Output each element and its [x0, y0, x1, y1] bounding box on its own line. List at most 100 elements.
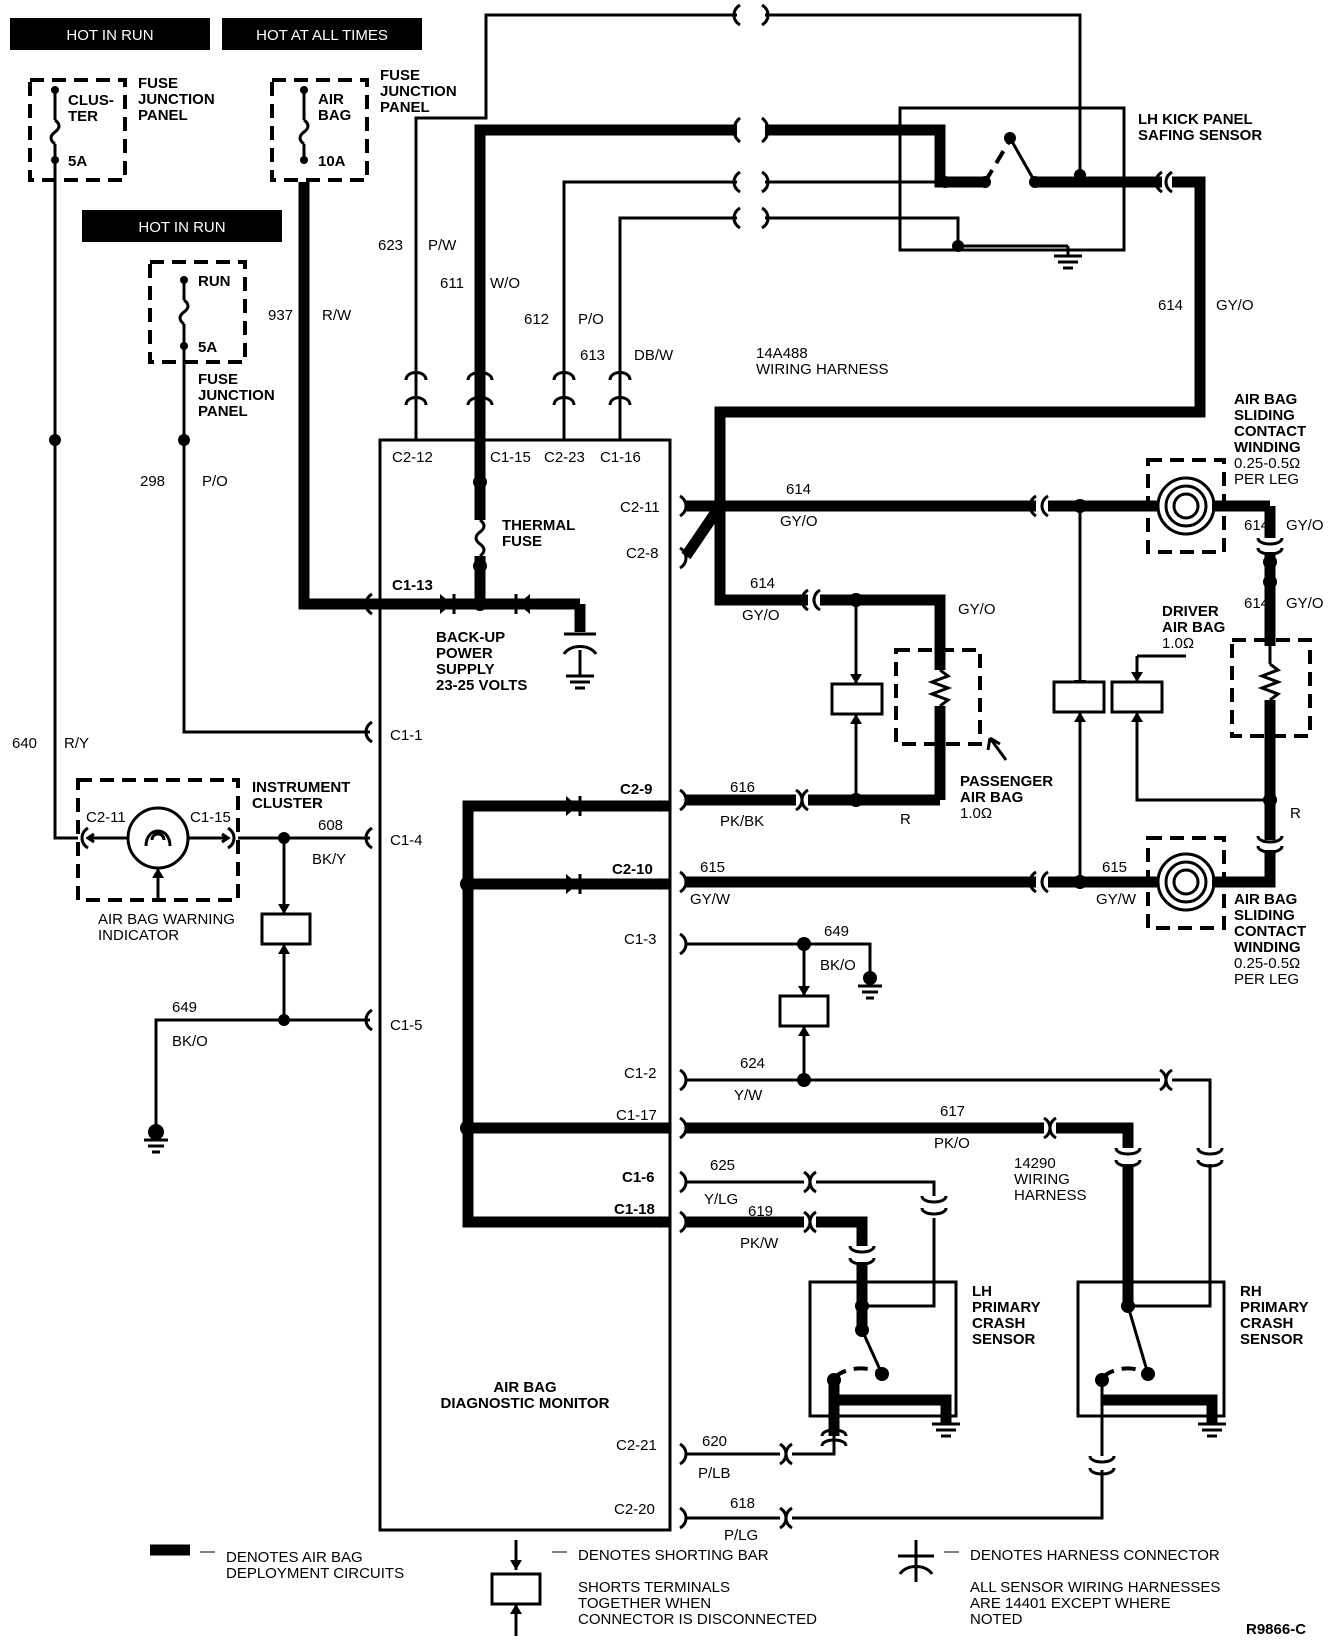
svg-text:10A: 10A — [318, 153, 346, 170]
svg-text:C1-6: C1-6 — [622, 1169, 655, 1186]
svg-text:P/LB: P/LB — [698, 1465, 731, 1482]
svg-text:618: 618 — [730, 1495, 755, 1512]
svg-text:C1-2: C1-2 — [624, 1065, 657, 1082]
svg-text:LH: LH — [972, 1283, 992, 1300]
figure-id: R9866-C — [1246, 1621, 1306, 1638]
svg-text:W/O: W/O — [490, 275, 520, 292]
svg-text:AIR BAG: AIR BAG — [960, 789, 1023, 806]
fuse-run-5a: RUN 5A — [148, 260, 247, 364]
svg-text:R: R — [1290, 805, 1301, 822]
svg-text:C2-11: C2-11 — [86, 809, 126, 826]
svg-text:AIR BAG: AIR BAG — [1234, 891, 1297, 908]
fjp-label-2: FUSE JUNCTION PANEL — [380, 67, 457, 116]
connector-c1-15 — [466, 371, 494, 440]
svg-text:R/Y: R/Y — [64, 735, 89, 752]
svg-text:GY/O: GY/O — [780, 513, 818, 530]
wire-618: 618 P/LG — [679, 1455, 1116, 1544]
svg-text:PANEL: PANEL — [198, 403, 248, 420]
svg-text:FUSE: FUSE — [380, 67, 420, 84]
svg-text:AIR: AIR — [318, 91, 344, 108]
svg-text:FUSE: FUSE — [198, 371, 238, 388]
svg-text:HOT IN RUN: HOT IN RUN — [138, 219, 225, 236]
svg-text:FUSE: FUSE — [138, 75, 178, 92]
svg-text:23-25 VOLTS: 23-25 VOLTS — [436, 677, 527, 694]
svg-text:AIR BAG: AIR BAG — [1162, 619, 1225, 636]
svg-text:0.25-0.5Ω: 0.25-0.5Ω — [1234, 455, 1300, 472]
svg-text:614: 614 — [1244, 517, 1269, 534]
svg-text:RUN: RUN — [198, 273, 231, 290]
svg-text:C2-8: C2-8 — [626, 545, 659, 562]
svg-text:—: — — [944, 1543, 959, 1560]
svg-text:CONTACT: CONTACT — [1234, 423, 1306, 440]
svg-text:GY/O: GY/O — [1286, 517, 1324, 534]
svg-text:624: 624 — [740, 1055, 765, 1072]
svg-text:HOT AT ALL TIMES: HOT AT ALL TIMES — [256, 27, 388, 44]
connector-c2-12 — [404, 371, 428, 440]
svg-text:GY/W: GY/W — [690, 891, 731, 908]
shorting-bar-monitor — [778, 994, 830, 1080]
svg-text:C1-15: C1-15 — [190, 809, 231, 826]
wire-612: 612 P/O — [524, 170, 945, 380]
svg-text:CLUSTER: CLUSTER — [252, 795, 323, 812]
svg-text:BK/O: BK/O — [820, 957, 856, 974]
header-hot-in-run-1: HOT IN RUN — [10, 18, 210, 50]
svg-text:SLIDING: SLIDING — [1234, 907, 1295, 924]
backup-power-supply: BACK-UP POWER SUPPLY 23-25 VOLTS — [370, 594, 598, 694]
instrument-cluster: C2-11 C1-15 INSTRUMENT CLUSTER — [76, 778, 350, 902]
wire-937: 937 R/W — [268, 182, 370, 610]
svg-text:615: 615 — [700, 859, 725, 876]
svg-text:PRIMARY: PRIMARY — [1240, 1299, 1309, 1316]
legend-harness-connector: — DENOTES HARNESS CONNECTOR ALL SENSOR W… — [898, 1540, 1220, 1628]
wire-619: 619 PK/W — [679, 1203, 876, 1266]
wire-614-c2-11: 614 GY/O — [679, 481, 1160, 690]
svg-text:DIAGNOSTIC MONITOR: DIAGNOSTIC MONITOR — [441, 1395, 610, 1412]
fuse-airbag-10a: AIR BAG 10A — [270, 78, 369, 182]
svg-text:C2-10: C2-10 — [612, 861, 653, 878]
wire-620: 620 P/LB — [679, 1428, 848, 1482]
svg-text:C1-15: C1-15 — [490, 449, 531, 466]
svg-text:P/LG: P/LG — [724, 1527, 758, 1544]
svg-text:GY/O: GY/O — [1216, 297, 1254, 314]
fjp-label-1: FUSE JUNCTION PANEL — [138, 75, 215, 124]
svg-text:C1-5: C1-5 — [390, 1017, 423, 1034]
svg-text:PRIMARY: PRIMARY — [972, 1299, 1041, 1316]
svg-text:SENSOR: SENSOR — [972, 1331, 1036, 1348]
wire-298: 298 P/O — [140, 346, 370, 734]
svg-text:614: 614 — [750, 575, 775, 592]
svg-text:C2-20: C2-20 — [614, 1501, 655, 1518]
svg-text:WIRING HARNESS: WIRING HARNESS — [756, 361, 889, 378]
svg-text:JUNCTION: JUNCTION — [380, 83, 457, 100]
fuse-cluster-5a: CLUS- TER 5A — [28, 78, 127, 182]
svg-text:PER LEG: PER LEG — [1234, 971, 1299, 988]
wire-623: 623 P/W — [378, 3, 1082, 380]
airbag-diagnostic-monitor: AIR BAG DIAGNOSTIC MONITOR — [378, 438, 672, 1532]
svg-text:GY/W: GY/W — [1096, 891, 1137, 908]
svg-text:C1-4: C1-4 — [390, 832, 423, 849]
svg-text:5A: 5A — [68, 153, 87, 170]
svg-text:620: 620 — [702, 1433, 727, 1450]
svg-text:C2-9: C2-9 — [620, 781, 653, 798]
svg-text:C1-17: C1-17 — [616, 1107, 657, 1124]
wire-615: 615 GY/W 615 GY/W — [679, 859, 1160, 908]
wire-640: 640 R/Y — [12, 160, 89, 840]
wire-608: 608 BK/Y — [238, 817, 370, 914]
lh-primary-crash-sensor: LH PRIMARY CRASH SENSOR — [808, 1218, 1041, 1438]
svg-text:GY/O: GY/O — [742, 607, 780, 624]
svg-text:PER LEG: PER LEG — [1234, 471, 1299, 488]
airbag-sliding-contact-winding-top: AIR BAG SLIDING CONTACT WINDING 0.25-0.5… — [1146, 391, 1324, 554]
svg-text:POWER: POWER — [436, 645, 493, 662]
svg-text:DRIVER: DRIVER — [1162, 603, 1219, 620]
deployment-bus — [460, 796, 670, 1228]
svg-text:R/W: R/W — [322, 307, 352, 324]
svg-text:BK/Y: BK/Y — [312, 851, 346, 868]
svg-text:ARE 14401 EXCEPT WHERE: ARE 14401 EXCEPT WHERE — [970, 1595, 1171, 1612]
svg-text:DENOTES HARNESS CONNECTOR: DENOTES HARNESS CONNECTOR — [970, 1547, 1220, 1564]
svg-text:5A: 5A — [198, 339, 217, 356]
svg-text:PK/O: PK/O — [934, 1135, 970, 1152]
svg-text:298: 298 — [140, 473, 165, 490]
svg-text:617: 617 — [940, 1103, 965, 1120]
svg-text:614: 614 — [1244, 595, 1269, 612]
svg-text:GY/O: GY/O — [1286, 595, 1324, 612]
svg-text:TOGETHER WHEN: TOGETHER WHEN — [578, 1595, 711, 1612]
svg-text:14290: 14290 — [1014, 1155, 1056, 1172]
